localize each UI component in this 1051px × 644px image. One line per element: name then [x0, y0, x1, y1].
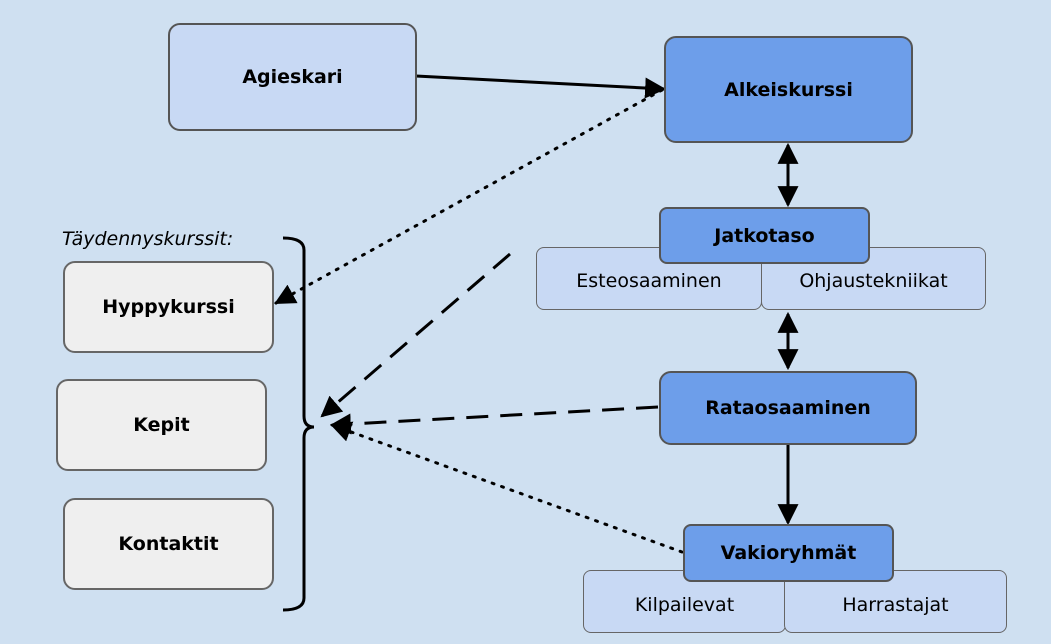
supplementary-caption: Täydennyskurssit:	[62, 228, 234, 250]
node-jatkotaso: Jatkotaso	[659, 207, 870, 264]
course-kepit: Kepit	[56, 379, 267, 471]
node-agieskari: Agieskari	[168, 23, 417, 131]
node-alkeiskurssi: Alkeiskurssi	[664, 36, 913, 143]
course-hyppykurssi: Hyppykurssi	[63, 261, 274, 353]
dotted-arrow-vakioryhmat-to-bracket	[330, 421, 684, 554]
dashed-arrow-jatkotaso-to-bracket	[320, 252, 511, 418]
dotted-arrow-alkeiskurssi-to-hyppykurssi	[274, 88, 664, 305]
node-vakioryhmat: Vakioryhmät	[683, 524, 894, 582]
node-rataosaaminen: Rataosaaminen	[659, 371, 917, 445]
dashed-arrow-rataosaaminen-to-bracket	[329, 405, 659, 435]
curly-bracket	[282, 236, 315, 612]
course-kontaktit: Kontaktit	[63, 498, 274, 590]
arrow-agieskari-to-alkeiskurssi	[415, 74, 667, 99]
node-harrastajat: Harrastajat	[784, 570, 1007, 633]
